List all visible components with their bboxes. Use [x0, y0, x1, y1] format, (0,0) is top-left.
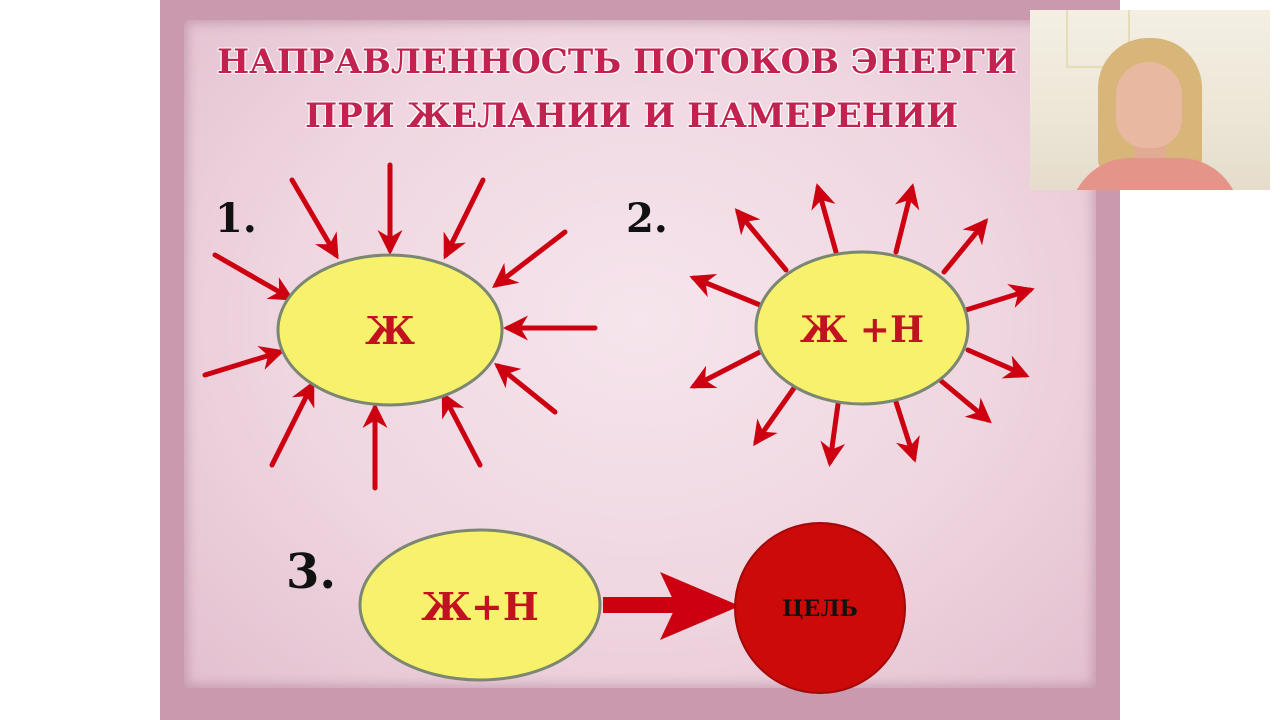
outward-arrow	[937, 377, 992, 424]
diagram-2: 2. Ж +Н	[626, 183, 1035, 467]
diagram-2-ellipse	[754, 250, 970, 406]
diagram-3-ellipse	[358, 528, 602, 682]
webcam-background-frame	[1066, 10, 1130, 68]
inward-arrow	[443, 177, 486, 260]
outward-arrow	[811, 183, 839, 255]
diagram-3-label: Ж+Н	[421, 584, 539, 629]
inward-arrow	[441, 391, 483, 468]
inward-arrow	[212, 252, 295, 301]
diagram-2-label: Ж +Н	[800, 309, 924, 351]
outward-arrow	[965, 347, 1030, 379]
presenter-body	[1070, 158, 1240, 190]
diagram-2-outward-arrows	[689, 183, 1035, 467]
diagram-3-target-label: ЦЕЛЬ	[782, 596, 858, 622]
diagram-1-inward-arrows	[202, 162, 598, 491]
outward-arrow	[893, 399, 920, 463]
diagram-3-target-circle	[734, 522, 906, 694]
diagram-3-number: 3.	[286, 544, 336, 600]
outward-arrow	[941, 218, 989, 275]
outward-arrow	[734, 208, 789, 273]
inward-arrow	[289, 177, 339, 260]
outward-arrow	[689, 349, 763, 389]
diagram-2-number: 2.	[626, 195, 668, 242]
slide-title-line-1: НАПРАВЛЕННОСТЬ ПОТОКОВ ЭНЕРГИ	[217, 42, 1018, 82]
outward-arrow	[893, 183, 920, 255]
presenter-face	[1116, 62, 1182, 148]
inward-arrow	[202, 345, 285, 378]
diagram-1: 1. Ж	[202, 162, 598, 491]
inward-arrow	[492, 229, 568, 289]
outward-arrow	[963, 284, 1035, 313]
inward-arrow	[494, 362, 558, 415]
outward-arrow	[689, 274, 763, 308]
inward-arrow	[269, 380, 315, 468]
diagram-3-arrow	[603, 572, 740, 640]
outward-arrow	[753, 385, 797, 447]
diagram-3: 3. Ж+Н ЦЕЛЬ	[286, 522, 906, 694]
outward-arrow	[820, 401, 846, 467]
diagram-1-number: 1.	[215, 195, 257, 242]
diagram-1-label: Ж	[365, 308, 415, 353]
slide-title-line-2: ПРИ ЖЕЛАНИИ И НАМЕРЕНИИ	[305, 96, 959, 136]
diagram-1-ellipse	[276, 253, 504, 407]
presenter-webcam	[1030, 10, 1270, 190]
